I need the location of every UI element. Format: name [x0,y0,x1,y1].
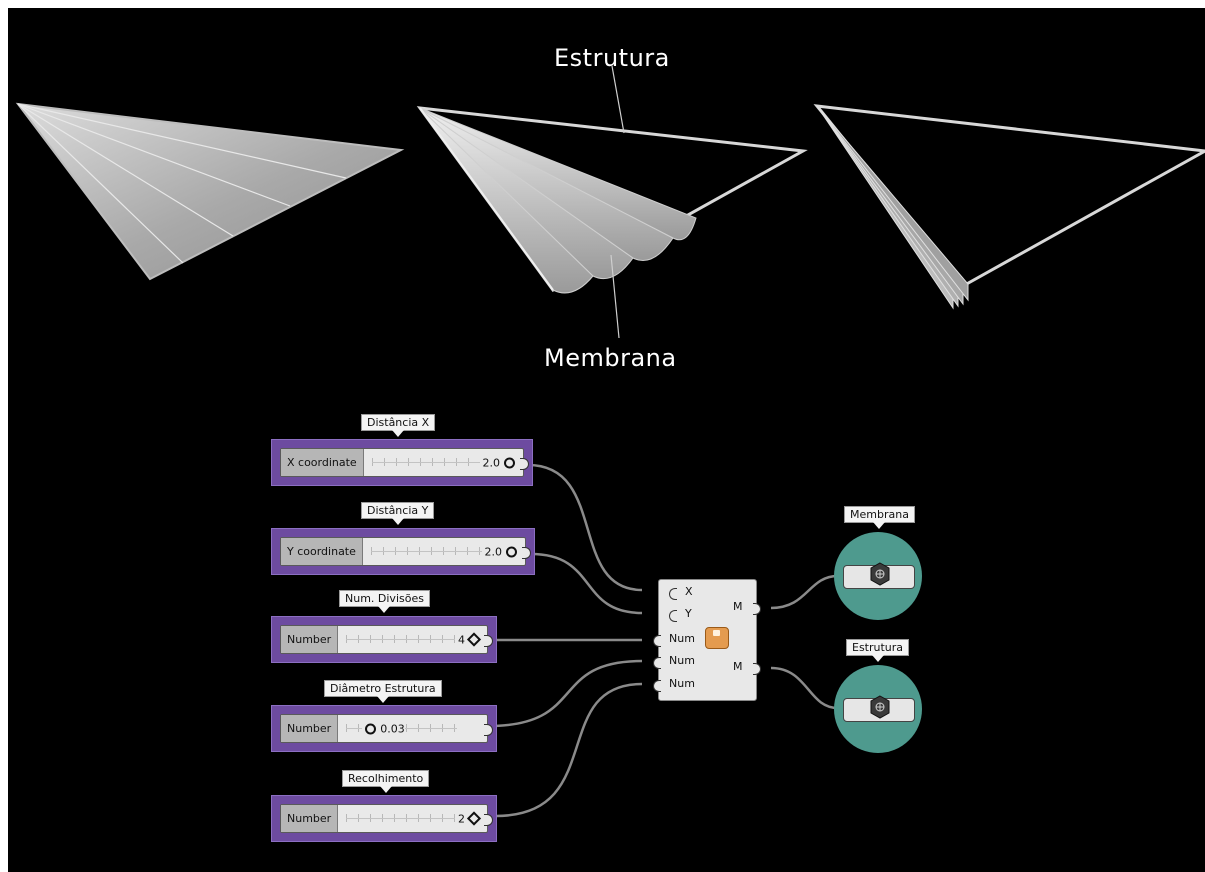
wires [487,463,839,818]
output-port[interactable] [484,723,493,736]
estrutura-callout: Estrutura [554,44,670,72]
output-membrana[interactable]: M [733,600,760,615]
canvas[interactable]: Estrutura Membrana Distância X X coordin… [8,8,1205,872]
output-port[interactable] [520,457,529,470]
slider-grip-icon[interactable] [365,723,377,734]
slider-track[interactable]: 2.0 [364,449,523,476]
retracted-membrane-render [813,104,1205,310]
slider-diametro-estrutura[interactable]: Number 0.03 [271,705,497,752]
cluster-component[interactable]: X Y Num Num Num M M [653,579,760,701]
slider-tag-distancia-y: Distância Y [361,502,435,525]
cluster-icon [705,627,729,649]
slider-name-label: Number [281,805,339,832]
input-num-divisoes[interactable]: Num [653,632,695,647]
input-x[interactable]: X [669,585,693,600]
geometry-renders [15,65,1205,818]
slider-value[interactable]: 2.0 [481,545,517,558]
slider-tag-distancia-x: Distância X [361,414,436,437]
slider-value[interactable]: 0.03 [362,722,405,735]
preview-tag-estrutura: Estrutura [846,639,910,662]
slider-distancia-y[interactable]: Y coordinate 2.0 [271,528,535,575]
slider-name-label: Number [281,715,339,742]
slider-num-divisoes[interactable]: Number 4 [271,616,497,663]
folded-membrane-render [416,65,808,339]
output-estrutura[interactable]: M [733,660,760,675]
slider-tag-diametro-estrutura: Diâmetro Estrutura [324,680,442,703]
preview-membrana[interactable] [834,532,922,620]
slider-grip-icon[interactable] [466,811,482,826]
slider-value[interactable]: 2 [455,811,482,826]
slider-track[interactable]: 0.03 [338,715,487,742]
preview-estrutura[interactable] [834,665,922,753]
slider-grip-icon[interactable] [506,546,517,557]
slider-track[interactable]: 2 [338,805,487,832]
slider-tag-num-divisoes: Num. Divisões [339,590,430,613]
slider-value[interactable]: 4 [455,632,482,647]
slider-distancia-x[interactable]: X coordinate 2.0 [271,439,533,486]
input-num-recolhimento[interactable]: Num [653,677,695,692]
slider-recolhimento[interactable]: Number 2 [271,795,497,842]
membrana-callout: Membrana [544,344,677,372]
flat-membrane-render [15,102,405,281]
slider-value[interactable]: 2.0 [479,456,515,469]
output-port[interactable] [522,546,531,559]
output-port[interactable] [484,813,493,826]
slider-grip-icon[interactable] [466,632,482,647]
input-y[interactable]: Y [669,607,692,622]
slider-tag-recolhimento: Recolhimento [342,770,430,793]
output-port[interactable] [484,634,493,647]
slider-track[interactable]: 2.0 [363,538,525,565]
slider-track[interactable]: 4 [338,626,487,653]
preview-hexagon-icon [870,562,890,586]
input-num-diametro[interactable]: Num [653,654,695,669]
slider-grip-icon[interactable] [504,457,515,468]
slider-name-label: Y coordinate [281,538,363,565]
slider-name-label: Number [281,626,339,653]
slider-name-label: X coordinate [281,449,364,476]
preview-tag-membrana: Membrana [844,506,915,529]
preview-hexagon-icon [870,695,890,719]
